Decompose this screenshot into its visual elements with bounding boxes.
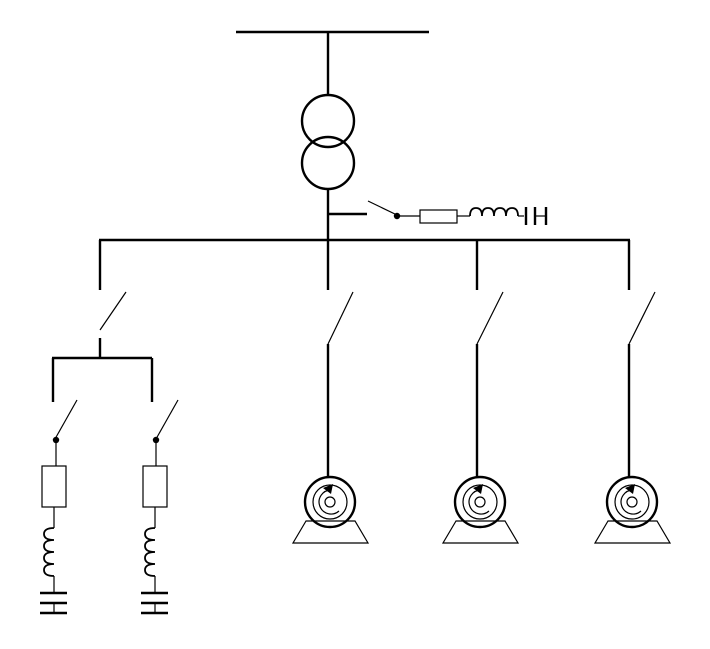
motor-3-rotation-arrow [620,489,642,515]
capacitor-branch-b-switch [155,399,179,440]
capacitor-branch-b-capacitor [141,591,168,615]
capacitor-branch-b-reactor [144,527,156,577]
capacitor-branch-a-reactor [43,527,55,577]
motor-feeder-3-switch [628,291,656,345]
filter-reactor [469,207,519,217]
motor-1-rotation-arrow [318,489,340,515]
capacitor-branch-a-switch [54,399,78,440]
capacitor-branch-a [40,358,78,615]
transformer-secondary-winding [300,135,356,191]
filter-fuse [419,209,458,224]
motor-feeder-1-switch [327,291,354,345]
motor-2-rotation-arrow [468,489,490,515]
motor-3-symbol [593,475,672,544]
motor-1-base [291,520,370,544]
capacitor-branch-b [141,358,179,615]
capacitor-feeder-switch [99,291,127,331]
motor-feeder-2-switch [476,291,504,345]
motor-2-symbol [441,475,520,544]
motor-3-base [593,520,672,544]
transformer-primary-winding [300,93,356,149]
capacitor-branch-b-fuse [142,465,168,508]
capacitor-bank-feeder [52,240,152,360]
capacitor-branch-a-capacitor [40,591,67,615]
filter-switch-blade [367,200,398,216]
motor-feeder-3 [593,240,672,544]
capacitor-branch-a-fuse [41,465,67,508]
filter-branch [328,200,548,225]
motor-1-symbol [291,475,370,544]
transformer-symbol [300,93,356,191]
motor-feeder-2 [441,240,520,544]
motor-2-base [441,520,520,544]
filter-capacitor [524,207,548,225]
motor-feeder-1 [291,240,370,544]
